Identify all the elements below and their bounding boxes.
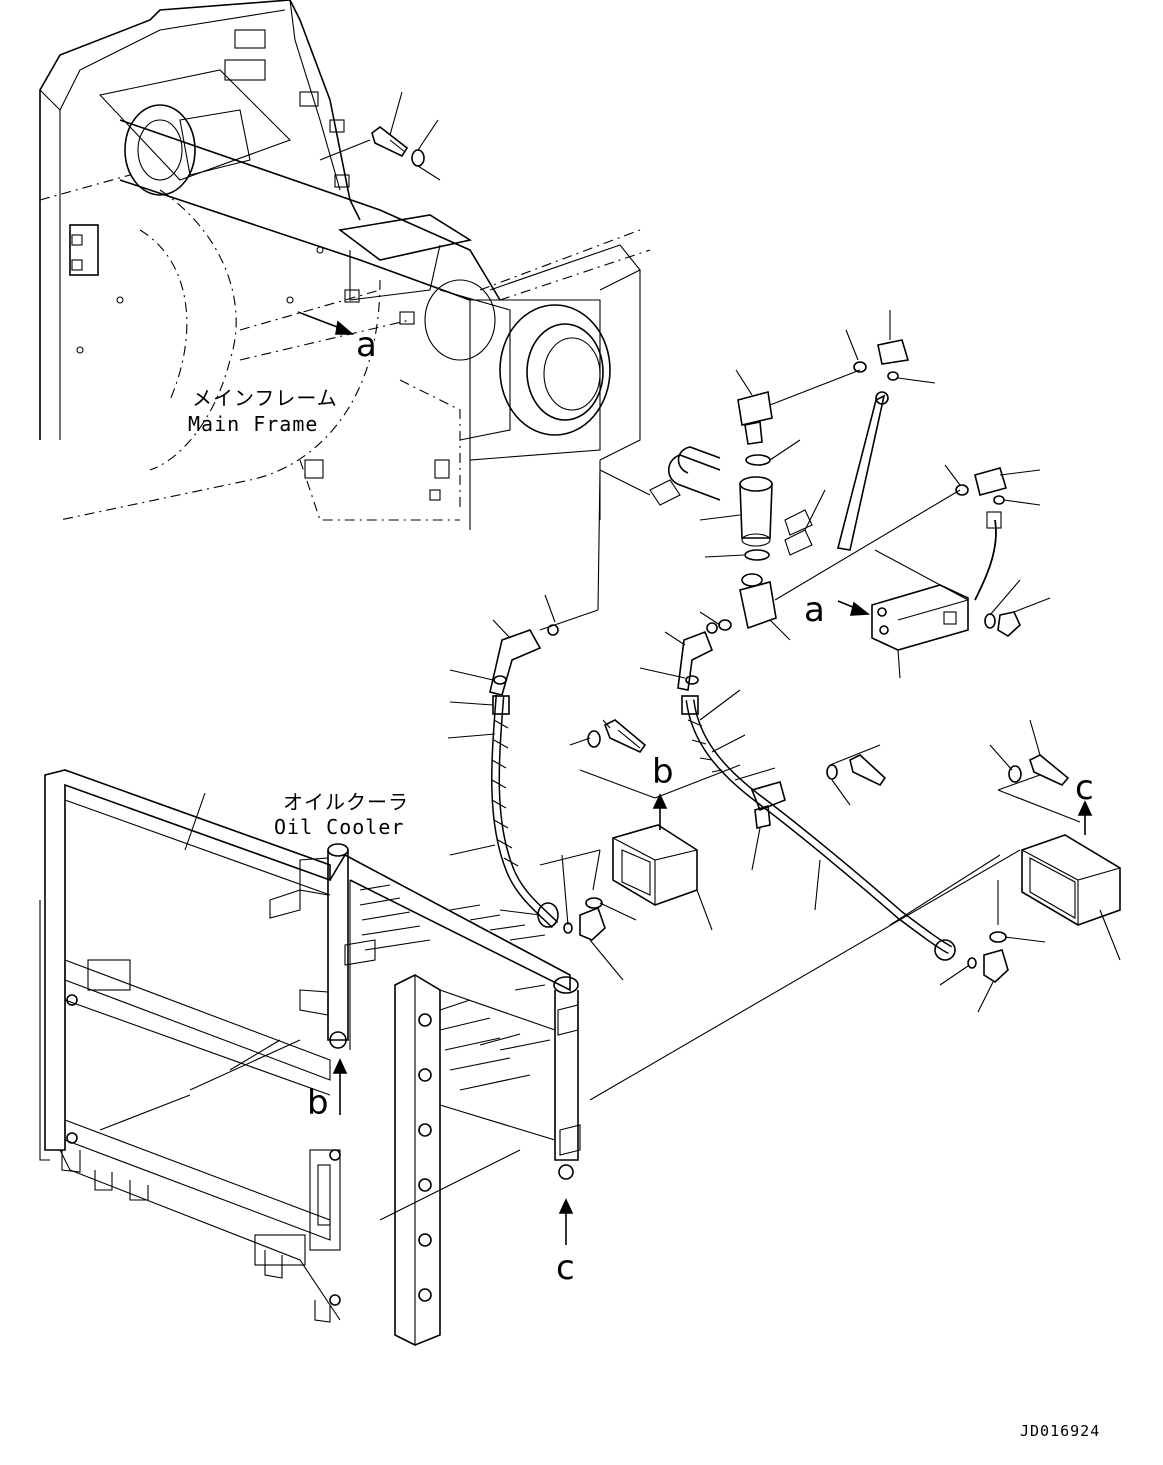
main-frame-label-jp: メインフレーム — [192, 386, 338, 410]
callout-a-right: a — [804, 590, 825, 630]
callout-b-bottom: b — [307, 1083, 329, 1123]
oil-cooler-label-jp: オイルクーラ — [283, 790, 409, 814]
callout-a-left: a — [356, 325, 377, 365]
callout-c-bottom: c — [556, 1248, 575, 1288]
oil-cooler-label-en: Oil Cooler — [274, 815, 405, 839]
callout-b-top: b — [652, 752, 674, 792]
main-frame-assembly — [39, 0, 651, 530]
callout-c-top: c — [1075, 768, 1094, 808]
piping-assembly — [447, 310, 1121, 1101]
document-id: JD016924 — [1020, 1422, 1101, 1440]
main-frame-label-en: Main Frame — [188, 412, 319, 436]
oil-cooler-assembly — [39, 769, 581, 1346]
